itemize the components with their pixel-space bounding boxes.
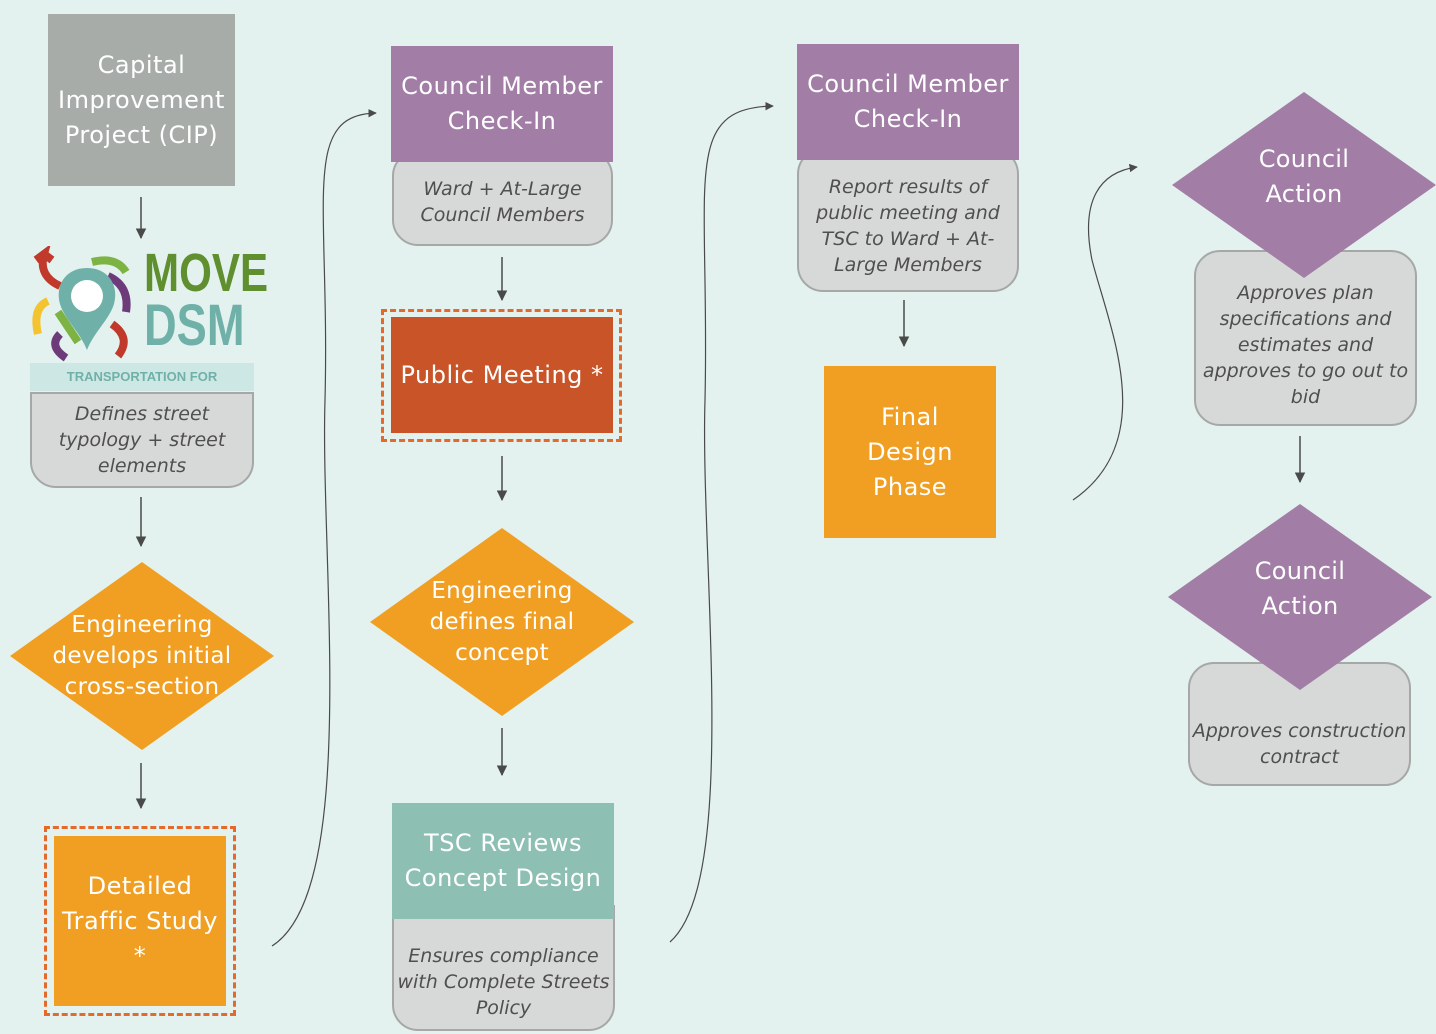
cip-label: Capital Improvement Project (CIP) [58,50,225,149]
public-meeting-box: Public Meeting * [391,317,613,433]
checkin2-box: Council Member Check-In [797,44,1019,160]
eng-final-label: Engineering defines final concept [429,577,575,666]
tsc-note: Ensures compliance with Complete Streets… [392,905,615,1031]
action1-note: Approves plan specifications and estimat… [1194,250,1417,426]
checkin2-note: Report results of public meeting and TSC… [797,148,1019,292]
action2-diamond [1168,504,1432,690]
logo-note: Defines street typology + street element… [30,392,254,488]
tsc-box: TSC Reviews Concept Design [392,803,614,919]
logo-move-text: MOVE [144,243,269,303]
logo-tagline: TRANSPORTATION FOR EVERYONE [30,363,254,412]
final-design-box: Final Design Phase [824,366,996,538]
checkin1-box: Council Member Check-In [391,46,613,162]
logo-dsm-text: DSM [144,293,245,358]
curve-col2-to-col3 [669,101,774,943]
public-meeting-frame [381,309,622,442]
checkin1-note: Ward + At-Large Council Members [392,150,613,246]
action2-label: Council Action [1254,557,1346,620]
eng-initial-diamond [10,562,274,750]
cip-box: Capital Improvement Project (CIP) [48,14,235,186]
eng-initial-label: Engineering develops initial cross-secti… [52,611,232,700]
location-pin-with-arrows-icon [32,246,131,362]
action1-diamond [1172,92,1436,278]
curve-col3-to-col4 [1072,163,1138,501]
curve-col1-to-col2 [271,109,377,947]
traffic-study-frame [44,826,236,1016]
eng-final-diamond [370,528,634,716]
action1-label: Council Action [1258,145,1350,208]
traffic-study-box: Detailed Traffic Study * [54,836,226,1006]
move-dsm-logo: MOVE DSM TRANSPORTATION FOR EVERYONE [30,246,268,412]
